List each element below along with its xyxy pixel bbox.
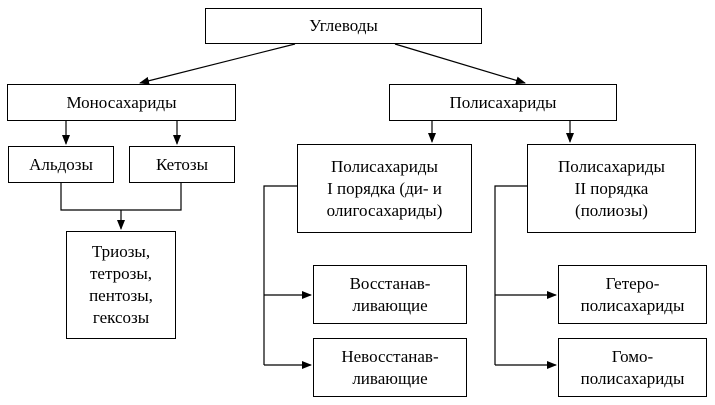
homo-line: Гомо- bbox=[611, 346, 654, 366]
homo-line: полисахариды bbox=[580, 368, 685, 388]
order2-box: Полисахариды II порядка (полиозы) bbox=[527, 144, 696, 233]
nonreducing-box: Невосстанав- ливающие bbox=[313, 338, 467, 397]
order1-line: I порядка (ди- и bbox=[327, 178, 442, 198]
reducing-line: Восстанав- bbox=[349, 273, 431, 293]
type-line: Триозы, bbox=[91, 242, 151, 261]
mono-label: Моносахариды bbox=[66, 92, 177, 112]
type-line: гексозы bbox=[92, 308, 150, 327]
hetero-box: Гетеро- полисахариды bbox=[558, 265, 707, 324]
nonreducing-line: ливающие bbox=[352, 368, 428, 388]
monosaccharide-types-box: Триозы, тетрозы, пентозы, гексозы bbox=[66, 231, 176, 339]
nonreducing-line: Невосстанав- bbox=[341, 346, 439, 366]
order1-line: Полисахариды bbox=[331, 156, 438, 176]
ketoses-box: Кетозы bbox=[129, 146, 235, 183]
arrow-root-to-poly bbox=[394, 43, 526, 85]
type-line: пентозы, bbox=[89, 286, 153, 305]
poly-label: Полисахариды bbox=[449, 92, 557, 112]
order2-line: II порядка bbox=[574, 178, 649, 198]
root-box: Углеводы bbox=[205, 8, 482, 44]
arrow-root-to-mono bbox=[139, 43, 296, 85]
mono-box: Моносахариды bbox=[7, 84, 236, 121]
homo-box: Гомо- полисахариды bbox=[558, 338, 707, 397]
order1-line: олигосахариды) bbox=[326, 200, 443, 220]
order1-bracket bbox=[263, 185, 297, 365]
hetero-line: полисахариды bbox=[580, 295, 685, 315]
order1-box: Полисахариды I порядка (ди- и олигосахар… bbox=[297, 144, 472, 233]
reducing-box: Восстанав- ливающие bbox=[313, 265, 467, 324]
order2-line: (полиозы) bbox=[575, 200, 648, 220]
order2-line: Полисахариды bbox=[558, 156, 665, 176]
root-label: Углеводы bbox=[309, 16, 378, 35]
poly-box: Полисахариды bbox=[389, 84, 617, 121]
ketoses-label: Кетозы bbox=[155, 154, 209, 174]
hetero-line: Гетеро- bbox=[605, 273, 660, 293]
merge-line bbox=[60, 183, 182, 211]
type-line: тетрозы, bbox=[90, 264, 152, 283]
aldoses-box: Альдозы bbox=[8, 146, 114, 183]
order2-bracket bbox=[494, 185, 527, 365]
aldoses-label: Альдозы bbox=[29, 154, 93, 174]
reducing-line: ливающие bbox=[352, 295, 428, 315]
